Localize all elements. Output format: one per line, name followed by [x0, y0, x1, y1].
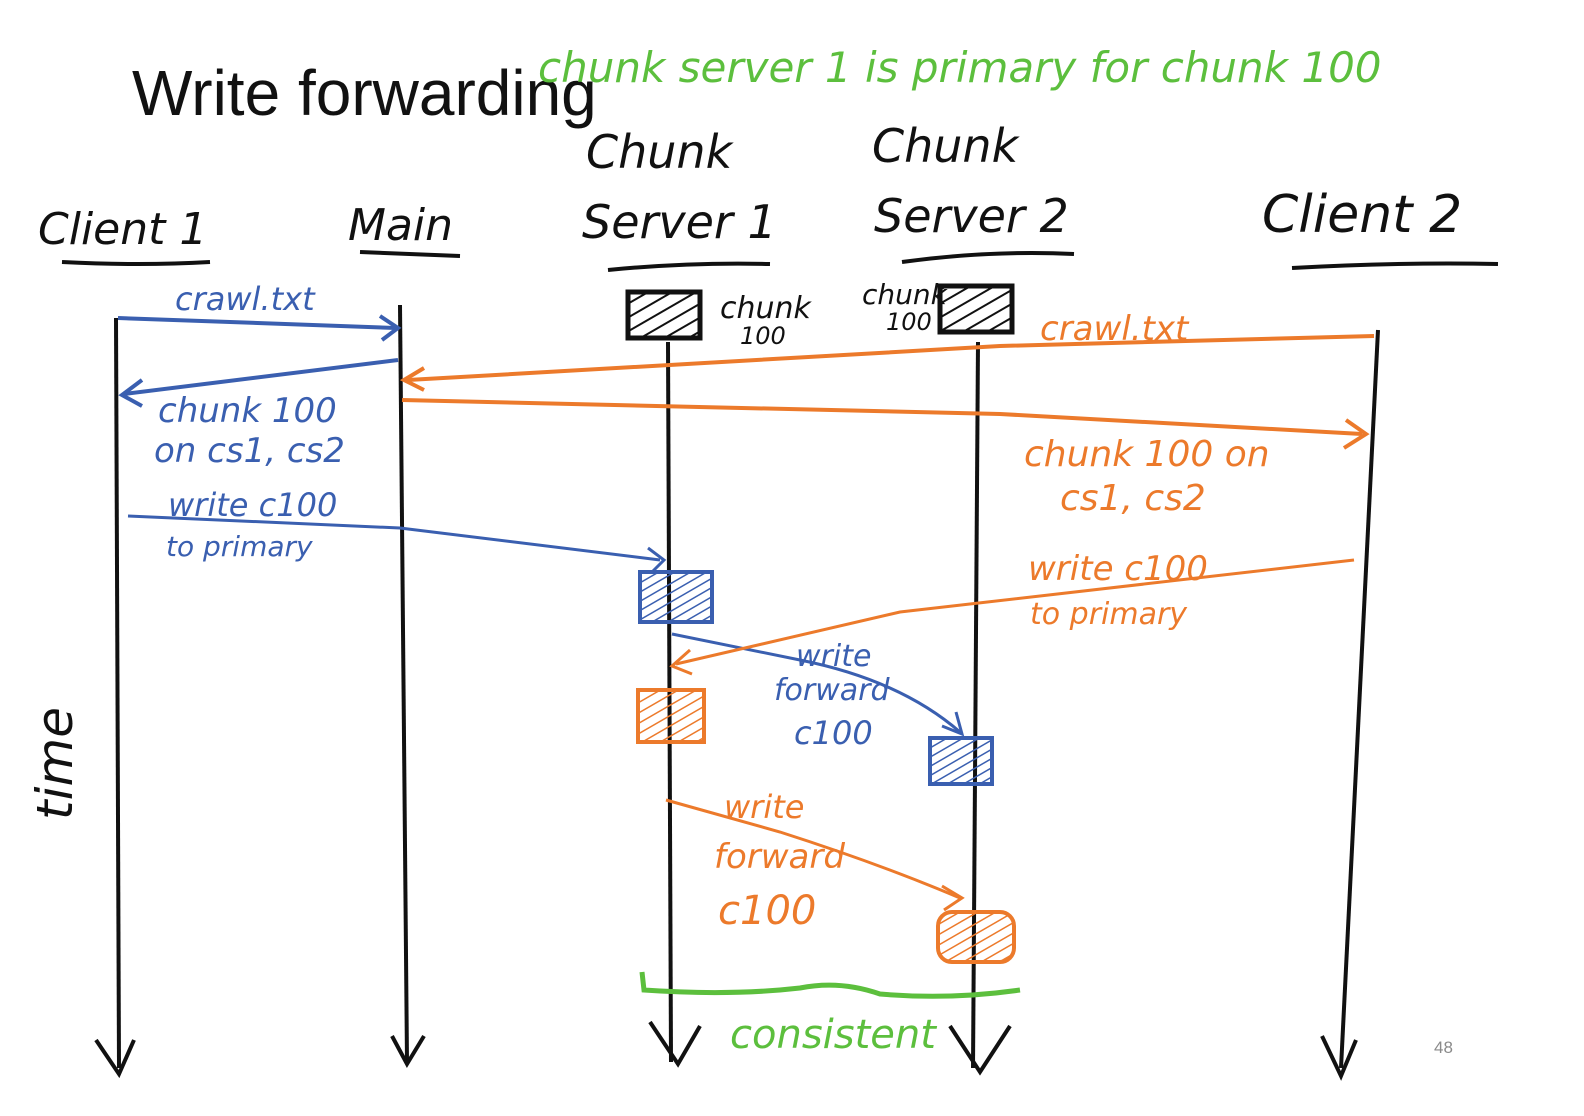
label-client-1-reply-line1: chunk 100 — [158, 391, 337, 431]
chunk-100-box-server-2 — [937, 283, 1015, 335]
arrow-client-1-request — [117, 314, 402, 342]
label-client-2-reply-line2: cs1, cs2 — [1060, 478, 1206, 519]
label-blue-forward-line1: write — [796, 639, 871, 674]
chunk-server-2-underline — [901, 251, 1075, 264]
arrow-main-reply-client-1 — [118, 358, 399, 408]
label-blue-forward-line2: forward — [774, 673, 891, 708]
arrow-orange-write-forward — [665, 798, 965, 912]
blue-write-box-server-2 — [928, 736, 994, 786]
lifeline-client-1 — [94, 317, 136, 1079]
chunk-label-server-2-line1: chunk — [862, 278, 949, 311]
arrow-main-reply-client-2 — [401, 398, 1370, 450]
blue-write-box-server-1 — [638, 570, 714, 624]
participant-chunk-server-1-line2: Server 1 — [582, 195, 777, 249]
label-client-1-write-line1: write c100 — [168, 486, 337, 524]
arrow-client-2-write-primary — [669, 558, 1355, 676]
orange-write-box-server-2 — [936, 910, 1016, 964]
participant-client-1: Client 1 — [38, 204, 207, 255]
label-blue-forward-line3: c100 — [794, 714, 873, 752]
arrow-client-1-write-primary — [127, 514, 667, 574]
participant-main: Main — [348, 200, 453, 251]
participant-chunk-server-1-line1: Chunk — [586, 125, 735, 179]
lifeline-main — [390, 304, 426, 1069]
chunk-label-server-1-line2: 100 — [740, 322, 786, 350]
chunk-100-box-server-1 — [625, 289, 703, 341]
arrow-blue-write-forward — [671, 632, 965, 737]
label-client-1-request: crawl.txt — [175, 280, 316, 318]
label-client-2-write-line2: to primary — [1030, 597, 1188, 632]
chunk-server-1-underline — [607, 261, 771, 272]
client-2-underline — [1291, 261, 1499, 270]
slide-title: Write forwarding — [132, 57, 597, 129]
label-client-2-request: crawl.txt — [1040, 309, 1190, 349]
label-orange-forward-line2: forward — [714, 837, 845, 877]
participant-chunk-server-2-line2: Server 2 — [874, 189, 1069, 243]
orange-write-box-server-1 — [636, 688, 706, 744]
client-1-underline — [61, 260, 211, 266]
main-underline — [359, 250, 461, 258]
primary-annotation: chunk server 1 is primary for chunk 100 — [538, 43, 1382, 92]
label-orange-forward-line3: c100 — [718, 888, 816, 934]
lifeline-client-2 — [1320, 329, 1380, 1081]
consistent-label: consistent — [730, 1012, 937, 1058]
participant-client-2: Client 2 — [1262, 185, 1462, 245]
page-number: 48 — [1434, 1038, 1453, 1057]
label-client-2-reply-line1: chunk 100 on — [1024, 434, 1270, 475]
participant-chunk-server-2-line1: Chunk — [872, 119, 1021, 173]
consistent-bracket — [639, 971, 1021, 999]
label-orange-forward-line1: write — [724, 788, 804, 826]
arrow-client-2-request — [399, 334, 1375, 392]
chunk-label-server-2-line2: 100 — [886, 308, 932, 336]
label-client-1-reply-line2: on cs1, cs2 — [154, 431, 345, 471]
time-label: time — [26, 707, 84, 820]
label-client-2-write-line1: write c100 — [1028, 549, 1208, 589]
label-client-1-write-line2: to primary — [166, 530, 313, 563]
chunk-label-server-1-line1: chunk — [720, 291, 813, 326]
